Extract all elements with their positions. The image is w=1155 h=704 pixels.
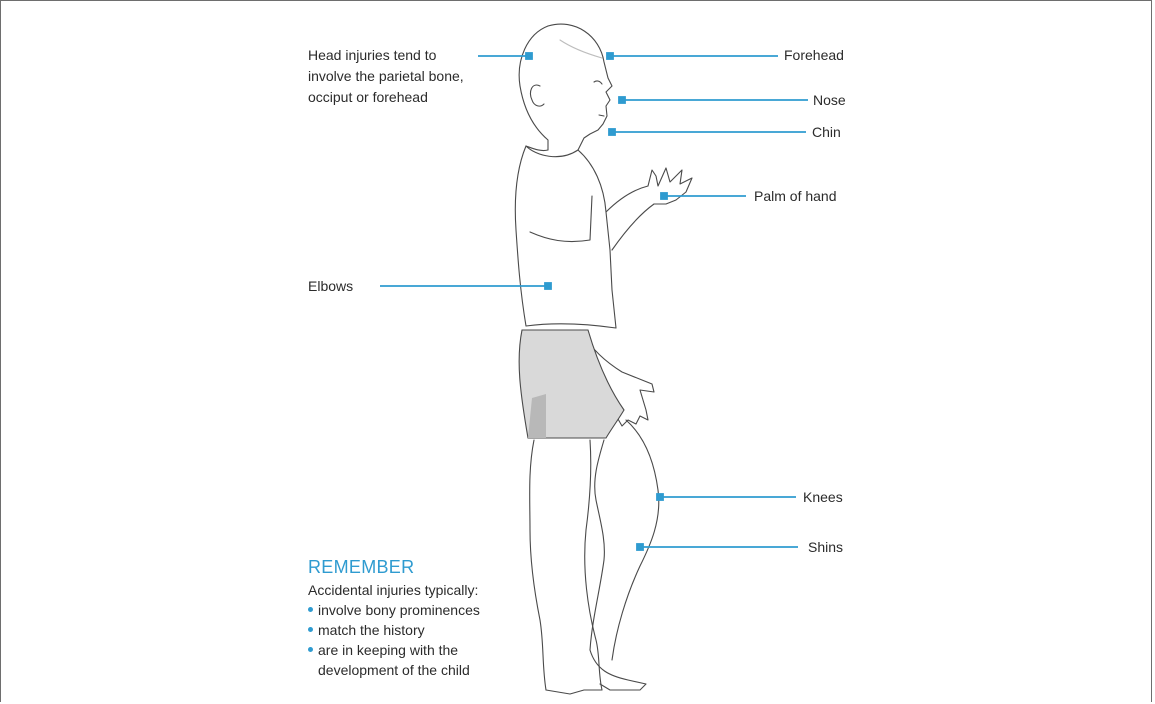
knees-label: Knees: [803, 487, 843, 507]
nose-label: Nose: [813, 90, 846, 110]
list-item: are in keeping with the: [308, 640, 480, 660]
remember-title: REMEMBER: [308, 556, 480, 578]
hairline: [560, 40, 602, 58]
head-back: [519, 26, 548, 150]
shins-label: Shins: [808, 537, 843, 557]
remember-list: involve bony prominences match the histo…: [308, 600, 480, 660]
back-leg: [530, 440, 546, 690]
list-item: match the history: [308, 620, 480, 640]
shirt-front: [578, 150, 616, 328]
head-injuries-note: Head injuries tend to involve the pariet…: [308, 45, 464, 108]
remember-intro: Accidental injuries typically:: [308, 580, 480, 600]
front-leg-back: [590, 440, 604, 650]
back-leg-front: [585, 440, 602, 690]
front-leg-front: [612, 420, 659, 660]
elbows-label: Elbows: [308, 276, 353, 296]
collar: [526, 146, 578, 157]
bullet-icon: [308, 627, 313, 632]
head-note-line: Head injuries tend to: [308, 45, 464, 66]
eye: [594, 81, 602, 84]
shirt-hem: [526, 324, 616, 328]
head-outline: [548, 24, 612, 150]
list-item-continuation: development of the child: [308, 660, 480, 680]
back-foot: [546, 690, 602, 694]
head-note-line: occiput or forehead: [308, 87, 464, 108]
ear: [530, 85, 544, 106]
forearm-lower: [612, 204, 654, 250]
shirt-back: [515, 146, 526, 326]
forearm-upper: [606, 186, 648, 212]
sleeve: [530, 196, 592, 242]
palm-label: Palm of hand: [754, 186, 837, 206]
hand: [648, 168, 692, 204]
head-note-line: involve the parietal bone,: [308, 66, 464, 87]
chin-label: Chin: [812, 122, 841, 142]
forehead-label: Forehead: [784, 45, 844, 65]
mouth: [599, 115, 604, 116]
bullet-icon: [308, 647, 313, 652]
list-item: involve bony prominences: [308, 600, 480, 620]
bullet-icon: [308, 607, 313, 612]
remember-box: REMEMBER Accidental injuries typically: …: [308, 556, 480, 680]
